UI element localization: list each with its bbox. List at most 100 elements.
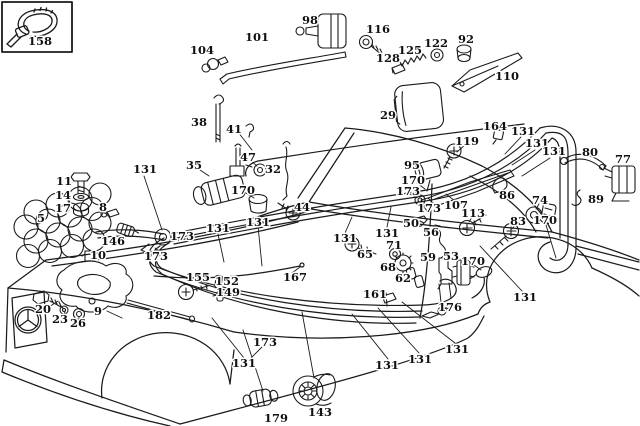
part-125-spring [399, 53, 427, 67]
part-label-170: 170 [461, 254, 485, 268]
part-label-65: 65 [357, 247, 373, 261]
part-182-rod [126, 299, 196, 323]
part-label-131: 131 [206, 221, 230, 235]
part-label-131: 131 [246, 215, 270, 229]
part-label-149: 149 [216, 285, 240, 299]
part-label-29: 29 [380, 108, 396, 122]
part-170-connector-center [469, 266, 493, 280]
trunk-line [551, 231, 640, 261]
part-label-179: 179 [264, 411, 288, 425]
part-label-173: 173 [253, 335, 277, 349]
part-152-clip [214, 274, 223, 290]
part-89-s-hook [571, 189, 582, 207]
part-164-clip [492, 128, 504, 145]
part-label-173: 173 [396, 184, 420, 198]
part-35-valve-unit [192, 143, 246, 206]
part-38-pin [213, 94, 225, 143]
part-122-grommet [430, 48, 444, 62]
part-label-131: 131 [375, 358, 399, 372]
part-155-screw [177, 283, 209, 301]
grille [11, 291, 48, 349]
part-label-122: 122 [424, 36, 448, 50]
part-label-98: 98 [302, 13, 318, 27]
part-label-131: 131 [375, 226, 399, 240]
part-label-26: 26 [70, 316, 86, 330]
part-label-167: 167 [283, 270, 307, 284]
rear-wheel-arch [485, 236, 593, 303]
part-label-173: 173 [170, 229, 194, 243]
part-label-47: 47 [240, 150, 256, 164]
part-label-131: 131 [445, 342, 469, 356]
part-label-17: 17 [55, 201, 71, 215]
part-179-valve [242, 388, 279, 408]
vacuum-lines [95, 123, 577, 324]
part-173-grommet-door [414, 194, 426, 206]
part-label-77: 77 [615, 152, 631, 166]
part-77-element [598, 163, 636, 202]
part-label-101: 101 [245, 30, 269, 44]
part-label-143: 143 [308, 405, 332, 419]
part-label-68: 68 [380, 260, 396, 274]
part-149-clip [212, 290, 224, 302]
engine-block [56, 260, 134, 313]
part-label-131: 131 [525, 136, 549, 150]
part-label-182: 182 [147, 308, 171, 322]
part-label-131: 131 [511, 124, 535, 138]
rear-loop-outer [537, 125, 577, 274]
part-label-119: 119 [455, 134, 479, 148]
part-label-128: 128 [376, 51, 400, 65]
part-label-116: 116 [366, 22, 390, 36]
part-label-56: 56 [423, 225, 439, 239]
part-label-152: 152 [215, 274, 239, 288]
part-label-107: 107 [444, 198, 468, 212]
part-173-hook-b [140, 243, 151, 255]
cable-tie-icon [6, 6, 58, 48]
front-bumper [3, 359, 181, 425]
part-50-clip [414, 215, 428, 228]
part-label-95: 95 [404, 158, 420, 172]
part-59-actuator [437, 257, 453, 290]
part-44-screw [277, 202, 301, 221]
part-label-8: 8 [99, 200, 107, 214]
leader-lines [48, 131, 557, 392]
part-label-41: 41 [226, 122, 242, 136]
part-119-screw [443, 143, 462, 169]
inset-box [1, 1, 73, 53]
part-label-74: 74 [532, 193, 548, 207]
part-80-hose [559, 153, 607, 171]
part-68-toothed-grommet [392, 252, 414, 274]
part-label-20: 20 [35, 302, 51, 316]
part-label-44: 44 [294, 200, 310, 214]
car-body-outline [1, 127, 640, 426]
part-label-131: 131 [542, 144, 566, 158]
part-label-131: 131 [232, 356, 256, 370]
part-label-62: 62 [395, 271, 411, 285]
part-41-clip-glyph [245, 123, 255, 138]
part-label-35: 35 [186, 158, 202, 172]
part-label-131: 131 [333, 231, 357, 245]
part-146-fitting [116, 222, 140, 237]
front-wheel-arch [100, 331, 231, 399]
part-74-actuator [525, 203, 557, 225]
part-label-104: 104 [190, 43, 214, 57]
part-173-grommet-a [154, 228, 172, 246]
part-176-inline-valve [421, 305, 456, 319]
part-label-14: 14 [55, 188, 71, 202]
part-label-131: 131 [513, 290, 537, 304]
part-label-38: 38 [191, 115, 207, 129]
part-label-155: 155 [186, 270, 210, 284]
part-label-86: 86 [499, 188, 515, 202]
part-label-32: 32 [265, 162, 281, 176]
part-128-pin [391, 63, 406, 75]
part-label-170: 170 [231, 183, 255, 197]
rod-41 [245, 123, 525, 177]
part-95-stem [426, 179, 431, 192]
part-170-small-tank-left [248, 193, 268, 214]
part-32-wire [282, 140, 291, 201]
part-label-161: 161 [363, 287, 387, 301]
part-53-actuator [452, 259, 475, 286]
part-label-10: 10 [90, 248, 106, 262]
part-104-connector [201, 56, 229, 73]
part-92-plug [456, 44, 472, 63]
